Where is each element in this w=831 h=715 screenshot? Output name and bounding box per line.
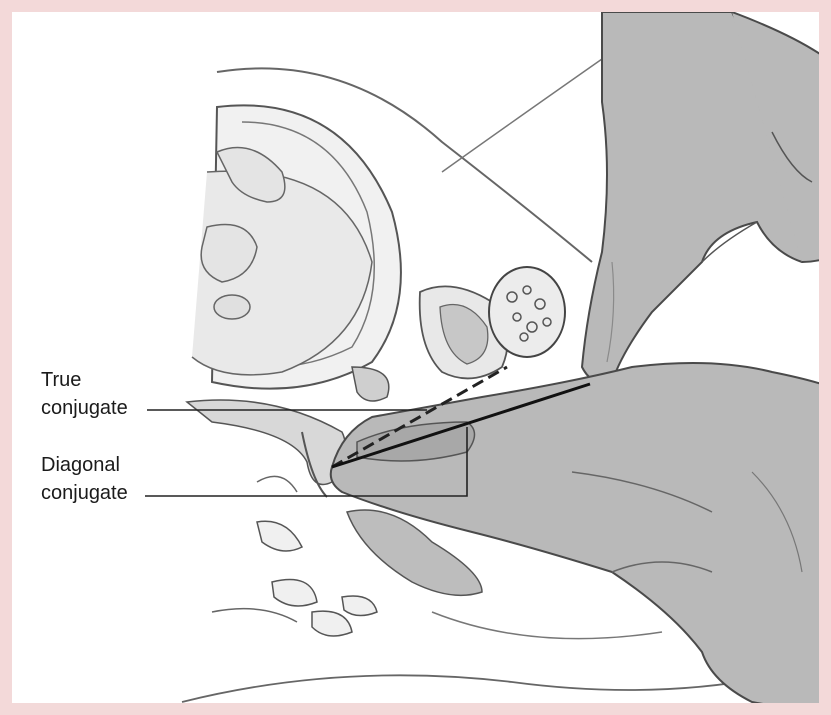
- uterus: [192, 105, 401, 388]
- pubic-symphysis: [489, 267, 565, 357]
- diagonal-conjugate-label-line2: conjugate: [41, 481, 128, 505]
- pelvic-exam-illustration: [12, 12, 831, 715]
- buttock-outline: [182, 672, 792, 702]
- thigh-outline: [442, 52, 612, 172]
- upper-hand: [582, 12, 831, 383]
- true-conjugate-label-line2: conjugate: [41, 396, 128, 420]
- coccyx-vertebrae: [212, 521, 377, 636]
- diagonal-conjugate-label-line1: Diagonal: [41, 453, 120, 477]
- fetus-knee: [214, 295, 250, 319]
- true-conjugate-label-line1: True: [41, 368, 81, 392]
- perineum-outline: [432, 612, 662, 639]
